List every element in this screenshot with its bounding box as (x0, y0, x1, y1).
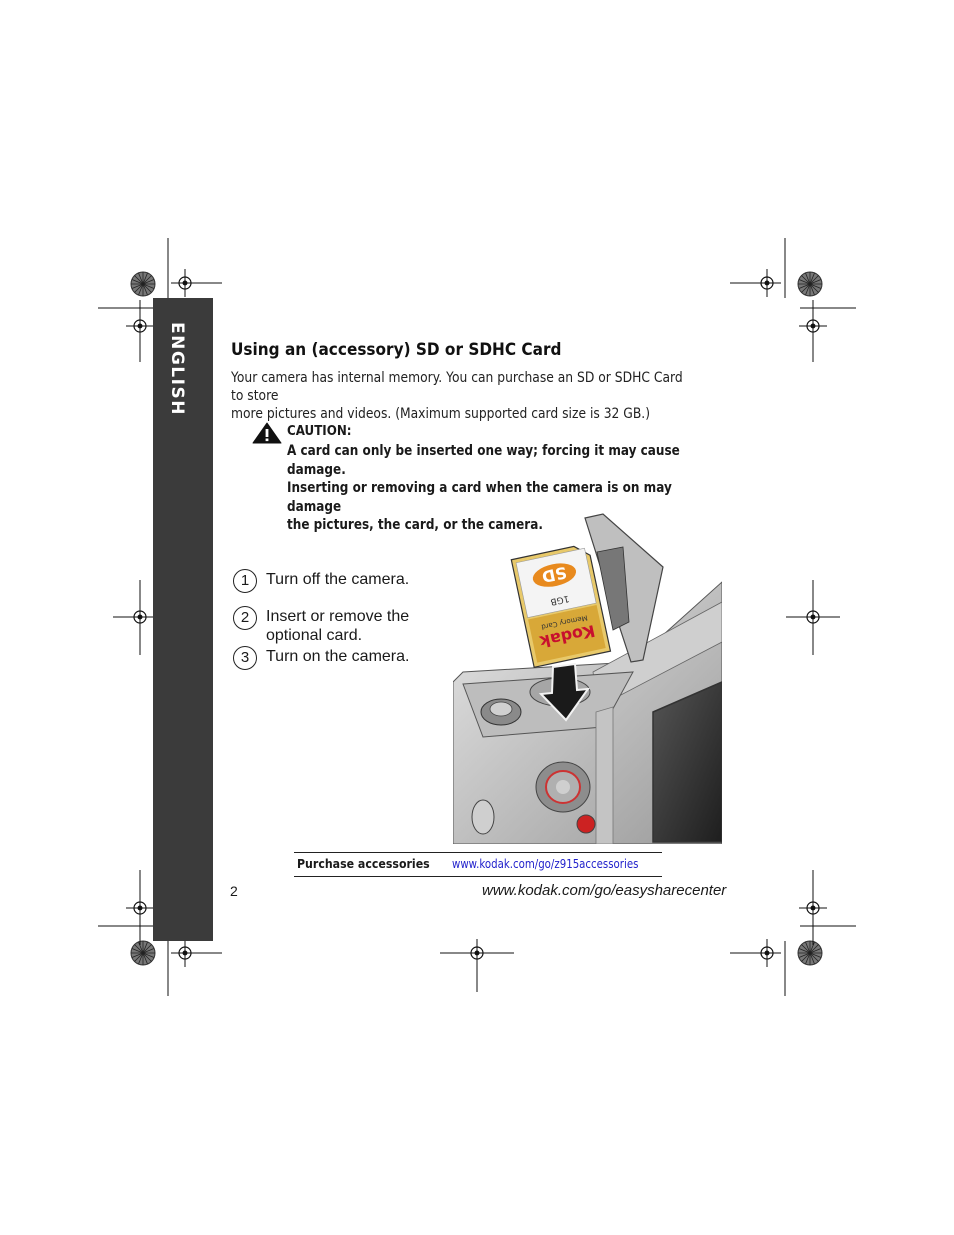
intro-paragraph: Your camera has internal memory. You can… (231, 369, 689, 423)
step-text: Turn off the camera. (266, 571, 410, 588)
page-footer-url: www.kodak.com/go/easysharecenter (482, 882, 727, 899)
step-text: Insert or remove the optional card. (266, 607, 466, 645)
caution-line-1: A card can only be inserted one way; for… (287, 443, 680, 478)
purchase-accessories-label: Purchase accessories (297, 856, 430, 871)
language-label: ENGLISH (167, 322, 187, 416)
card-capacity-text: 1GB (549, 593, 570, 607)
camera-card-illustration: SD 1GB Kodak Memory Card (453, 513, 722, 844)
caution-label: CAUTION: (287, 423, 352, 439)
step-text-line-2: optional card. (266, 627, 363, 644)
language-sidebar: ENGLISH (153, 298, 213, 941)
step-text-line-1: Insert or remove the (266, 608, 410, 625)
step-text: Turn on the camera. (266, 648, 410, 665)
step-number: 2 (233, 606, 257, 630)
caution-line-3: the pictures, the card, or the camera. (287, 517, 543, 533)
intro-line-2: more pictures and videos. (Maximum suppo… (231, 406, 651, 422)
intro-line-1: Your camera has internal memory. You can… (231, 370, 683, 404)
footer-divider-top (294, 852, 662, 853)
insert-arrow-icon (538, 662, 591, 722)
footer-divider-bottom (294, 876, 662, 877)
warning-triangle-icon (252, 422, 282, 444)
section-title: Using an (accessory) SD or SDHC Card (231, 340, 562, 360)
caution-text: A card can only be inserted one way; for… (287, 442, 717, 535)
step-number: 1 (233, 569, 257, 593)
card-logo-text: SD (540, 563, 568, 587)
step-number: 3 (233, 646, 257, 670)
page-number: 2 (230, 883, 238, 899)
accessories-link[interactable]: www.kodak.com/go/z915accessories (452, 857, 639, 871)
caution-line-2: Inserting or removing a card when the ca… (287, 480, 672, 515)
